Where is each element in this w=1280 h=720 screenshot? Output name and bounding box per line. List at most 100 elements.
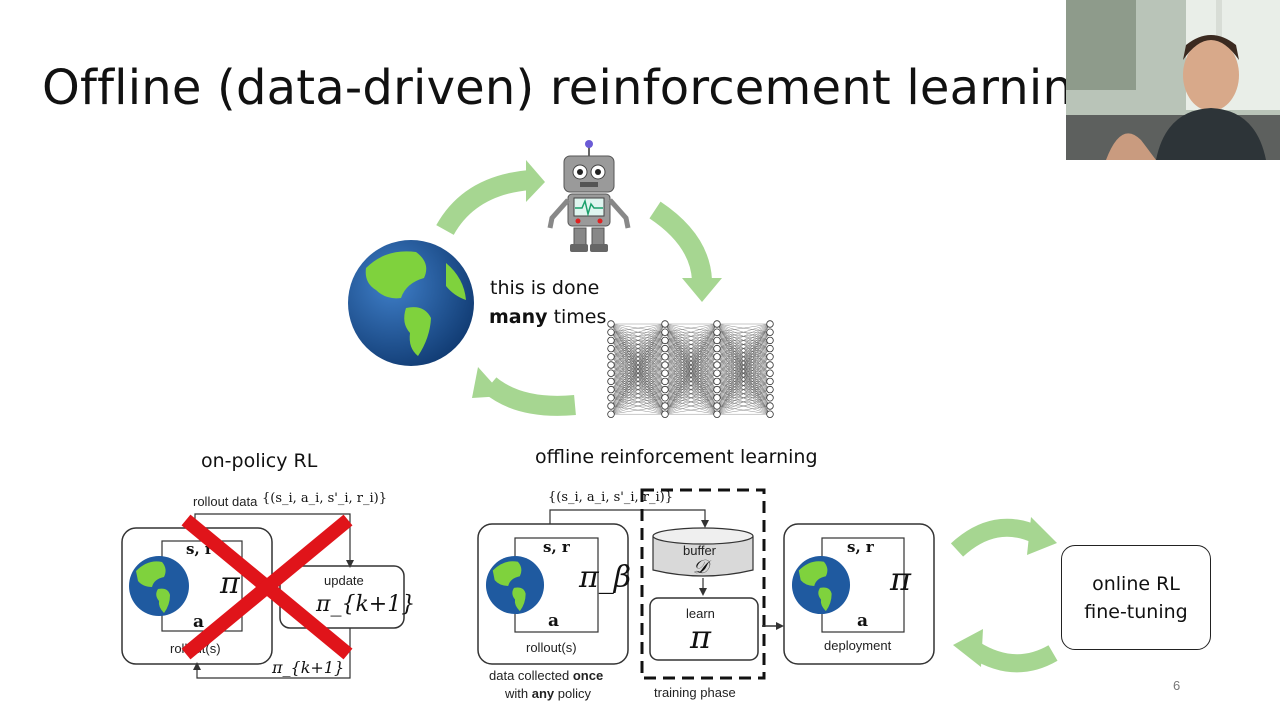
nn-edge: [716, 323, 771, 349]
online-rl-finetuning-box: online RL fine-tuning: [1061, 545, 1211, 650]
offline-data-set: {(s_i, a_i, s'_i, r_i)}: [548, 490, 673, 505]
presenter-figure: [1066, 0, 1280, 160]
arrow-globe-to-robot: [436, 170, 532, 236]
nn-edge: [610, 397, 666, 415]
nn-edge: [664, 323, 718, 407]
nn-edge: [664, 340, 718, 415]
nn-edge: [716, 389, 771, 415]
nn-edge: [716, 323, 771, 366]
nn-edge: [610, 373, 666, 415]
nn-edge: [610, 323, 666, 390]
nn-edge: [610, 405, 666, 415]
nn-edge: [610, 356, 666, 415]
arrow-robot-to-network: [649, 201, 712, 281]
data-collected-bold: once: [572, 668, 604, 683]
webcam-video: [1066, 0, 1280, 160]
online-box-line1: online RL: [1092, 572, 1180, 595]
nn-edge: [716, 323, 771, 357]
red-x-cross-icon: [181, 514, 353, 660]
nn-edge: [664, 405, 718, 415]
nn-node: [766, 328, 774, 336]
nn-node: [607, 402, 615, 410]
nn-edge: [610, 340, 666, 415]
nn-edge: [716, 323, 771, 382]
nn-node: [766, 394, 774, 402]
nn-edge: [610, 332, 666, 415]
cycle-caption-bold: many: [489, 306, 548, 328]
nn-node: [607, 328, 615, 336]
nn-edge: [610, 323, 666, 374]
rollout-data-label: rollout data: [193, 494, 258, 509]
with-policy-label: with any policy: [505, 686, 591, 701]
nn-edge: [664, 323, 718, 333]
nn-edge: [664, 389, 718, 415]
nn-node: [607, 336, 615, 345]
nn-node: [607, 377, 615, 386]
nn-edge: [610, 323, 666, 407]
with-prefix: with: [505, 686, 532, 701]
online-cycle-arrows: [950, 517, 1058, 673]
on-policy-heading: on-policy RL: [201, 450, 318, 472]
nn-node: [713, 377, 721, 386]
data-collected-label: data collected once: [489, 668, 603, 683]
nn-node: [661, 320, 669, 328]
nn-edge: [610, 323, 666, 398]
nn-node: [607, 361, 615, 369]
nn-edge: [664, 323, 718, 366]
nn-edge: [716, 323, 771, 341]
nn-edge: [716, 332, 771, 415]
nn-node: [607, 320, 615, 328]
on-policy-a-label: a: [193, 612, 205, 632]
deploy-a-label: a: [857, 611, 869, 631]
update-pi-label: π_{k+1}: [316, 592, 416, 617]
nn-node: [713, 344, 721, 353]
nn-edge: [664, 373, 718, 415]
nn-edge: [610, 381, 666, 415]
nn-node: [766, 385, 774, 394]
deploy-pi-label: π: [890, 560, 912, 598]
nn-node: [713, 410, 721, 418]
nn-edge: [610, 323, 666, 382]
pi-beta-label: π_β: [579, 560, 632, 595]
rollout-globe-icon: [485, 555, 545, 615]
nn-node: [766, 410, 774, 418]
offline-heading: offline reinforcement learning: [535, 446, 818, 468]
training-phase-label: training phase: [654, 685, 736, 700]
nn-edge: [610, 323, 666, 349]
bottom-pi-label: π_{k+1}: [272, 658, 345, 677]
nn-edge: [610, 323, 666, 415]
nn-node: [661, 328, 669, 336]
nn-edge: [664, 323, 718, 341]
nn-edge: [610, 364, 666, 415]
online-box-line2: fine-tuning: [1084, 600, 1188, 623]
nn-node: [766, 369, 774, 377]
offline-sr-label: s, r: [543, 538, 570, 556]
learn-label: learn: [686, 606, 715, 621]
nn-node: [607, 394, 615, 402]
nn-edge: [610, 348, 666, 415]
nn-edge: [716, 340, 771, 415]
nn-edge: [664, 323, 718, 390]
nn-node: [661, 410, 669, 418]
nn-edge: [664, 381, 718, 415]
update-label: update: [324, 573, 364, 588]
earth-globe-icon: [348, 240, 474, 366]
nn-node: [766, 320, 774, 328]
nn-edge: [664, 364, 718, 415]
nn-node: [713, 369, 721, 377]
nn-node: [766, 402, 774, 410]
nn-node: [766, 377, 774, 386]
nn-node: [713, 402, 721, 410]
nn-node: [766, 361, 774, 369]
nn-edge: [664, 323, 718, 398]
offline-a-label: a: [548, 611, 560, 631]
buffer-symbol: 𝒟: [693, 556, 709, 578]
with-bold: any: [531, 686, 555, 701]
nn-edge: [664, 356, 718, 415]
nn-edge: [664, 323, 718, 374]
with-suffix: policy: [554, 686, 591, 701]
nn-edge: [716, 364, 771, 415]
nn-node: [661, 336, 669, 345]
nn-node: [713, 328, 721, 336]
on-policy-data-set: {(s_i, a_i, s'_i, r_i)}: [262, 491, 387, 506]
